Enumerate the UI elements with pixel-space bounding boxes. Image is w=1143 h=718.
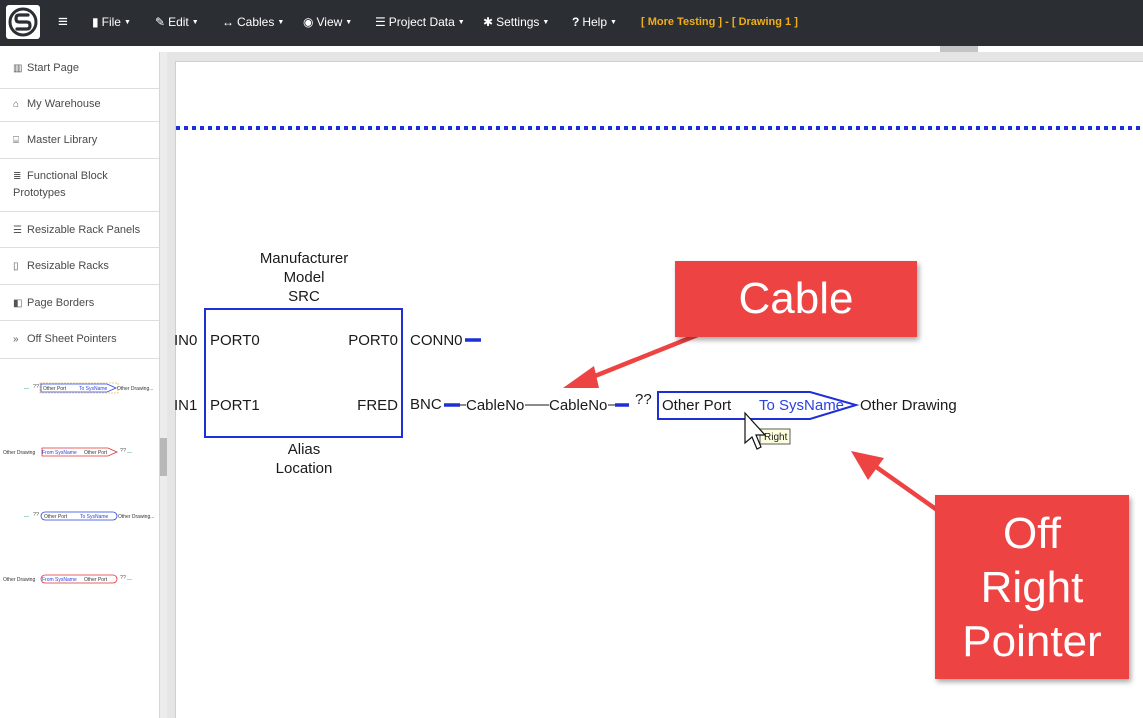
pointer-thumb-off-right-rounded[interactable]: — ?? Other Port To SysName Other Drawing…: [0, 508, 158, 524]
question-icon: ?: [572, 15, 580, 29]
database-icon: ☰: [375, 15, 386, 29]
pointer-thumb-off-right[interactable]: — ?? Other Port To SysName Other Drawing…: [0, 380, 158, 396]
cable-callout: Cable: [675, 261, 917, 337]
gear-icon: ✱: [483, 15, 494, 29]
thumb-sysname: To SysName: [79, 386, 108, 392]
thumb-port: Other Port: [44, 514, 68, 520]
book-icon: ◧: [13, 298, 23, 309]
sidebar-item-resizable-rack-panels[interactable]: ☰ Resizable Rack Panels: [0, 212, 159, 248]
sidebar-item-functional-block-prototypes[interactable]: ≣Functional Block Prototypes: [0, 159, 159, 212]
sidebar-item-my-warehouse[interactable]: ⌂ My Warehouse: [0, 89, 159, 122]
svg-text:—: —: [24, 514, 29, 520]
hamburger-menu-icon[interactable]: ≡: [58, 12, 68, 31]
thumb-sysname: From SysName: [42, 577, 77, 583]
menu-settings[interactable]: ✱Settings▼: [483, 15, 549, 30]
sidebar-item-label: Resizable Racks: [27, 260, 109, 272]
navbar-resize-grip[interactable]: [940, 46, 978, 52]
thumb-port: Other Port: [84, 577, 108, 583]
sidebar-item-master-library[interactable]: ⌸ Master Library: [0, 122, 159, 159]
menu-edit-label: Edit: [168, 15, 189, 29]
edit-icon: ✎: [155, 15, 166, 29]
sidebar-item-label: Functional Block Prototypes: [13, 170, 108, 199]
stack-icon: ≣: [13, 171, 22, 182]
caret-down-icon: ▼: [345, 19, 353, 26]
menu-edit[interactable]: ✎Edit▼: [155, 15, 199, 30]
thumb-unknown-marker: ??: [33, 512, 39, 518]
off-right-pointer-callout: Off Right Pointer: [935, 495, 1129, 679]
pointer-thumb-off-left[interactable]: Other Drawing From SysName Other Port ??…: [0, 444, 158, 460]
svg-text:—: —: [127, 577, 132, 583]
thumb-unknown-marker: ??: [120, 575, 126, 581]
sidebar-item-page-borders[interactable]: ◧ Page Borders: [0, 285, 159, 321]
menu-file-label: File: [101, 15, 121, 29]
server-icon: ☰: [13, 225, 22, 236]
sidebar-item-label: Resizable Rack Panels: [27, 224, 141, 236]
thumb-unknown-marker: ??: [33, 384, 39, 390]
thumb-sysname: To SysName: [80, 514, 109, 520]
sidebar-item-off-sheet-pointers[interactable]: » Off Sheet Pointers: [0, 321, 159, 359]
thumb-drawing: Other Drawing...: [117, 386, 153, 392]
top-navbar: ≡ ▮File▼ ✎Edit▼ ↔Cables▼ ◉View▼ ☰Project…: [0, 0, 1143, 46]
thumb-drawing: Other Drawing: [3, 450, 35, 456]
sidebar: ▥ Start Page ⌂ My Warehouse ⌸ Master Librar…: [0, 52, 160, 718]
sidebar-item-label: Page Borders: [27, 297, 95, 309]
thumb-port: Other Port: [43, 386, 67, 392]
menu-cables-label: Cables: [237, 15, 275, 29]
file-icon: ▮: [92, 15, 99, 29]
thumb-drawing: Other Drawing: [3, 577, 35, 583]
logo-icon[interactable]: [6, 5, 40, 39]
thumb-sysname: From SysName: [42, 450, 77, 456]
caret-down-icon: ▼: [123, 19, 131, 26]
caret-down-icon: ▼: [457, 19, 465, 26]
callout-line: Right: [980, 563, 1084, 612]
menu-help[interactable]: ?Help▼: [572, 15, 617, 30]
caret-down-icon: ▼: [191, 19, 199, 26]
callout-line: Off: [1003, 509, 1061, 558]
sidebar-item-label: My Warehouse: [27, 98, 101, 110]
sidebar-item-label: Off Sheet Pointers: [27, 333, 117, 345]
sidebar-scrollbar-thumb[interactable]: [160, 438, 167, 476]
thumb-unknown-marker: ??: [120, 448, 126, 454]
caret-down-icon: ▼: [610, 19, 617, 26]
menu-project-data[interactable]: ☰Project Data▼: [375, 15, 465, 30]
sidebar-item-label: Master Library: [27, 134, 98, 146]
menu-settings-label: Settings: [496, 15, 540, 29]
eye-icon: ◉: [303, 15, 314, 29]
columns-icon: ▥: [13, 63, 23, 74]
menu-project-data-label: Project Data: [388, 15, 455, 29]
double-chevron-icon: »: [13, 334, 19, 345]
caret-down-icon: ▼: [542, 19, 550, 26]
callout-line: Pointer: [962, 617, 1102, 666]
thumb-port: Other Port: [84, 450, 108, 456]
sidebar-item-label: Start Page: [27, 62, 79, 74]
warehouse-icon: ⌂: [13, 99, 20, 110]
menu-view-label: View: [316, 15, 343, 29]
sidebar-item-resizable-racks[interactable]: ▯ Resizable Racks: [0, 248, 159, 285]
sidebar-scrollbar[interactable]: [160, 52, 167, 718]
caret-down-icon: ▼: [277, 19, 285, 26]
bank-icon: ⌸: [13, 135, 19, 146]
svg-text:—: —: [24, 386, 29, 392]
pointer-thumb-off-left-rounded[interactable]: Other Drawing From SysName Other Port ??…: [0, 571, 158, 587]
project-drawing-title: [ More Testing ] - [ Drawing 1 ]: [641, 16, 798, 28]
cable-callout-text: Cable: [738, 274, 854, 323]
menu-cables[interactable]: ↔Cables▼: [222, 15, 284, 30]
thumb-drawing: Other Drawing...: [118, 514, 154, 520]
rack-icon: ▯: [13, 261, 19, 272]
menu-help-label: Help: [582, 15, 608, 29]
svg-text:—: —: [127, 450, 132, 456]
menu-file[interactable]: ▮File▼: [92, 15, 131, 30]
sidebar-item-start-page[interactable]: ▥ Start Page: [0, 60, 159, 89]
menu-view[interactable]: ◉View▼: [303, 15, 352, 30]
arrows-icon: ↔: [222, 15, 234, 29]
